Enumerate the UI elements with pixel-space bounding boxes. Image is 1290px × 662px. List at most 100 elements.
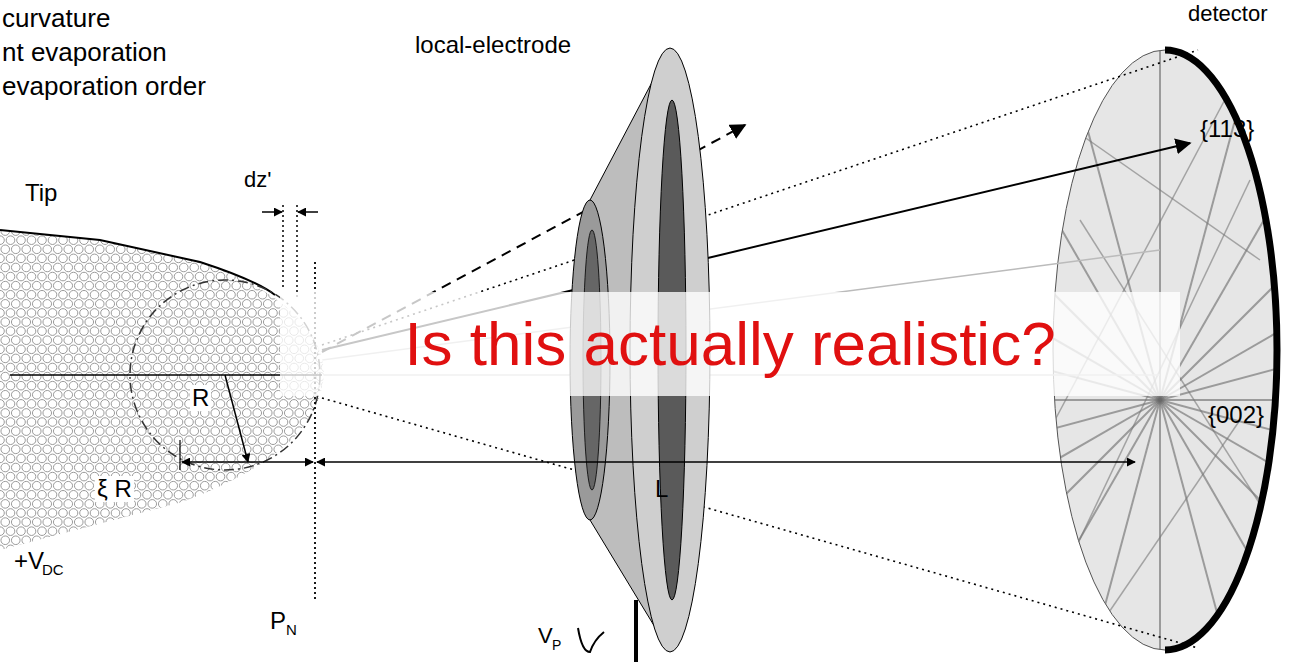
atom — [284, 245, 293, 254]
atom — [137, 336, 146, 345]
atom — [158, 463, 167, 472]
atom — [237, 545, 246, 554]
atom — [164, 327, 173, 336]
atom — [284, 227, 293, 236]
atom — [232, 463, 241, 472]
atom — [95, 427, 104, 436]
atom — [137, 318, 146, 327]
atom — [101, 545, 110, 554]
atom — [137, 427, 146, 436]
atom — [221, 445, 230, 454]
atom — [263, 336, 272, 345]
atom — [295, 445, 304, 454]
atom — [153, 490, 162, 499]
atom — [206, 327, 215, 336]
atom — [90, 290, 99, 299]
atom — [90, 545, 99, 554]
atom — [74, 409, 83, 418]
atom — [242, 390, 251, 399]
atom — [80, 490, 89, 499]
atom — [216, 400, 225, 409]
atom — [148, 554, 157, 563]
atom — [164, 290, 173, 299]
atom — [48, 272, 57, 281]
atom — [158, 281, 167, 290]
atom — [85, 409, 94, 418]
atom — [1, 427, 10, 436]
atom — [137, 300, 146, 309]
atom — [190, 354, 199, 363]
atom — [148, 300, 157, 309]
atom — [242, 372, 251, 381]
atom — [137, 354, 146, 363]
atom — [185, 509, 194, 518]
atom — [305, 263, 314, 272]
atom — [143, 236, 152, 245]
atom — [38, 454, 47, 463]
atom — [195, 436, 204, 445]
atom — [216, 345, 225, 354]
atom — [179, 409, 188, 418]
atom — [211, 318, 220, 327]
atom — [95, 390, 104, 399]
atom — [295, 481, 304, 490]
atom — [95, 281, 104, 290]
atom — [279, 472, 288, 481]
pole-line — [1159, 400, 1161, 662]
atom — [1, 409, 10, 418]
atom — [38, 381, 47, 390]
atom — [216, 490, 225, 499]
atom — [69, 272, 78, 281]
atom — [185, 472, 194, 481]
atom — [1, 536, 10, 545]
atom — [85, 245, 94, 254]
atom — [211, 427, 220, 436]
atom — [185, 327, 194, 336]
atom — [279, 418, 288, 427]
atom — [127, 336, 136, 345]
atom — [237, 400, 246, 409]
atom — [85, 463, 94, 472]
atom — [200, 336, 209, 345]
atom — [258, 381, 267, 390]
atom — [190, 263, 199, 272]
atom — [106, 281, 115, 290]
atom — [300, 509, 309, 518]
atom — [111, 345, 120, 354]
atom — [269, 345, 278, 354]
atom — [326, 554, 335, 563]
atom — [263, 463, 272, 472]
atom — [158, 390, 167, 399]
atom — [0, 472, 4, 481]
atom — [101, 345, 110, 354]
atom — [190, 481, 199, 490]
atom — [326, 481, 335, 490]
atom — [53, 300, 62, 309]
atom — [137, 481, 146, 490]
atom — [248, 254, 257, 263]
atom — [11, 500, 20, 509]
atom — [32, 500, 41, 509]
atom — [148, 536, 157, 545]
atom — [258, 272, 267, 281]
atom — [69, 527, 78, 536]
atom — [179, 300, 188, 309]
atom — [11, 427, 20, 436]
atom — [43, 354, 52, 363]
atom — [116, 354, 125, 363]
atom — [17, 363, 26, 372]
atom — [22, 481, 31, 490]
atom — [143, 509, 152, 518]
atom — [274, 518, 283, 527]
atom — [253, 390, 262, 399]
dimension-label: ξ R — [95, 476, 134, 502]
atom — [127, 554, 136, 563]
atom — [206, 436, 215, 445]
atom — [122, 309, 131, 318]
atom — [27, 272, 36, 281]
atom — [53, 427, 62, 436]
atom — [6, 436, 15, 445]
atom — [179, 390, 188, 399]
atom — [211, 390, 220, 399]
atom — [101, 418, 110, 427]
